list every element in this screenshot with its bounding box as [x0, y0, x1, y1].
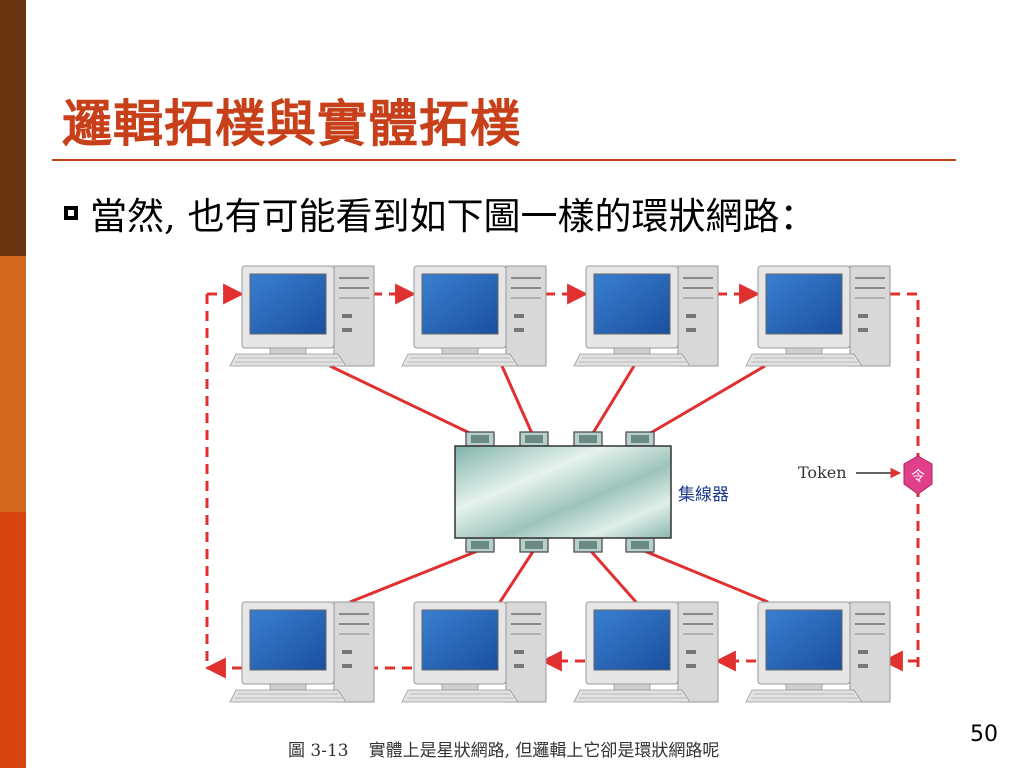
hub-port-icon: [625, 537, 655, 553]
hub-port-icon: [519, 537, 549, 553]
link-top-4: [641, 364, 766, 440]
figure-caption: 圖 3-13 實體上是星狀網路, 但邏輯上它卻是環狀網路呢: [288, 736, 739, 761]
caption-text: 實體上是星狀網路, 但邏輯上它卻是環狀網路呢: [368, 741, 720, 761]
link-top-3: [588, 365, 636, 439]
computer-icon: [229, 265, 375, 367]
computer-icon: [573, 601, 719, 703]
computer-icon: [401, 601, 547, 703]
square-bullet-icon: [64, 206, 78, 220]
hub-icon: [454, 431, 672, 553]
hub-port-icon: [573, 537, 603, 553]
hub-port-icon: [465, 431, 495, 447]
slide-title: 邏輯拓樸與實體拓樸: [62, 94, 521, 153]
bullet-item: 當然, 也有可能看到如下圖一樣的環狀網路：: [64, 190, 817, 238]
bullet-text: 當然, 也有可能看到如下圖一樣的環狀網路：: [90, 195, 817, 238]
hub-label: 集線器: [678, 485, 729, 505]
computer-icon: [573, 265, 719, 367]
computer-icon: [745, 265, 891, 367]
link-bottom-3: [588, 549, 638, 603]
computer-icon: [745, 601, 891, 703]
stripe-bottom: [0, 512, 26, 768]
physical-links: [329, 364, 769, 604]
computer-icon: [229, 601, 375, 703]
ring-network-diagram: 集線器 Token 令: [204, 265, 933, 703]
hub-port-icon: [519, 431, 549, 447]
hub-port-icon: [573, 431, 603, 447]
side-stripe: [0, 0, 26, 768]
token-glyph: 令: [911, 469, 925, 485]
stripe-top: [0, 0, 26, 256]
page-number: 50: [970, 722, 998, 747]
hub-port-icon: [465, 537, 495, 553]
title-underline: [52, 159, 956, 161]
caption-number: 圖 3-13: [288, 741, 349, 761]
link-bottom-2: [498, 549, 536, 603]
ring-right: [890, 292, 920, 668]
link-bottom-1: [349, 548, 481, 604]
token-icon: [903, 455, 933, 495]
computer-icon: [401, 265, 547, 367]
link-bottom-4: [641, 548, 769, 604]
token-label: Token: [798, 463, 847, 482]
hub-port-icon: [625, 431, 655, 447]
link-top-1: [329, 364, 481, 440]
stripe-mid: [0, 256, 26, 512]
link-top-2: [500, 365, 536, 439]
